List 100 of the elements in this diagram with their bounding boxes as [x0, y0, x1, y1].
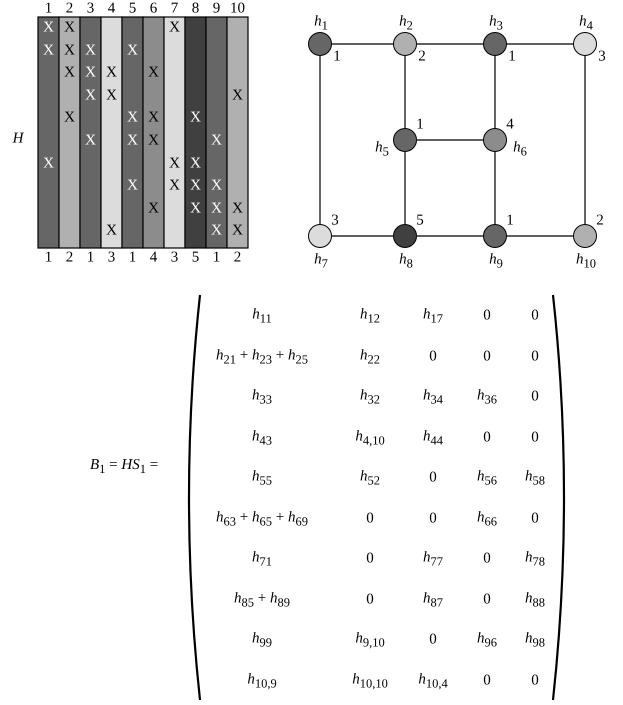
graph-edge [507, 43, 573, 45]
matrix-entry: 0 [366, 592, 374, 607]
cell-mark: X [169, 20, 180, 36]
matrix-entry: h$_{36}$ [477, 388, 497, 406]
column-class-number: 3 [170, 250, 178, 266]
matrix-entry: h$_{17}$ [423, 307, 443, 325]
matrix-entry: 0 [531, 349, 539, 364]
vertex-class-number: 1 [506, 214, 514, 228]
graph-edge [494, 56, 496, 128]
column-number: 5 [128, 2, 136, 16]
cell-mark: X [190, 110, 201, 126]
cell-mark: X [148, 134, 159, 148]
cell-mark: X [190, 156, 201, 172]
column-number: 1 [44, 2, 52, 16]
cell-mark: X [127, 178, 138, 194]
matrix-entry: h$_{66}$ [477, 510, 497, 528]
matrix-entry: 0 [429, 349, 437, 364]
matrix-entry: 0 [531, 511, 539, 526]
matrix-entry: 0 [483, 308, 491, 324]
matrix-entry: h$_{9,10}$ [355, 631, 385, 649]
matrix-entry: 0 [531, 430, 539, 445]
matrix-entry: h$_{77}$ [423, 550, 443, 568]
column-class-number: 5 [192, 250, 200, 266]
vertex-label: h$_{6}$ [513, 140, 527, 158]
column-number: 3 [86, 2, 94, 16]
matrix-entry: h$_{10,4}$ [418, 672, 448, 690]
cell-mark: X [64, 66, 75, 81]
cell-mark: X [190, 178, 201, 194]
cell-mark: X [190, 201, 201, 216]
graph-edge [319, 56, 321, 224]
graph-edge [417, 139, 483, 141]
column-number: 10 [230, 2, 245, 16]
graph-edge [417, 235, 483, 237]
column-class-number: 1 [44, 250, 52, 266]
cell-mark: X [127, 110, 138, 126]
graph-edge [332, 43, 393, 45]
cell-mark: X [106, 88, 117, 104]
cell-mark: X [127, 134, 138, 148]
matrix-entry: 0 [429, 470, 437, 486]
matrix-entry: h$_{10,9}$ [247, 672, 277, 690]
vertex-class-number: 2 [596, 214, 604, 228]
cell-mark: X [85, 66, 96, 81]
column-class-number: 1 [128, 250, 136, 266]
matrix-entry: h$_{12}$ [360, 307, 380, 325]
matrix-entry: h$_{63}$ + h$_{65}$ + h$_{69}$ [216, 510, 308, 528]
graph-edge [507, 235, 573, 237]
cell-mark: X [232, 88, 243, 104]
vertex-label: h$_{7}$ [314, 252, 328, 270]
matrix-entry: h$_{99}$ [252, 631, 272, 649]
matrix-entry: 0 [429, 511, 437, 526]
vertex-class-number: 2 [418, 50, 426, 64]
matrix-entry: h$_{4,10}$ [355, 428, 385, 446]
cell-mark: X [232, 201, 243, 216]
matrix-entry: h$_{85}$ + h$_{89}$ [234, 590, 290, 608]
cell-mark: X [64, 20, 75, 36]
matrix-entry: 0 [531, 308, 539, 324]
vertex-label: h$_{8}$ [399, 252, 413, 270]
matrix-entry: h$_{34}$ [423, 388, 443, 406]
column-number: 4 [108, 2, 116, 16]
matrix-entry: h$_{96}$ [477, 631, 497, 649]
matrix-entry: h$_{78}$ [525, 550, 545, 568]
column-class-number: 3 [108, 250, 116, 266]
cell-mark: X [85, 134, 96, 148]
cell-mark: X [64, 110, 75, 126]
equation-lhs: B$_{1}$ = HS$_{1}$ = [90, 458, 158, 476]
matrix-entry: h$_{22}$ [360, 348, 380, 366]
cell-mark: X [43, 43, 54, 58]
vertex-class-number: 1 [416, 118, 424, 132]
vertex-label: h$_{5}$ [375, 140, 389, 158]
matrix-entry: 0 [483, 592, 491, 607]
column-class-number: 4 [150, 250, 158, 266]
column-number: 7 [170, 2, 178, 16]
vertex-label: h$_{10}$ [576, 252, 596, 270]
column-number: 6 [150, 2, 158, 16]
cell-mark: X [211, 201, 222, 216]
matrix-entry: 0 [483, 552, 491, 566]
vertex-class-number: 3 [331, 214, 339, 228]
matrix-entry: h$_{11}$ [252, 307, 272, 325]
matrix-entry: h$_{58}$ [525, 469, 545, 487]
cell-mark: X [232, 224, 243, 239]
cell-mark: X [211, 178, 222, 194]
matrix-entry: h$_{44}$ [423, 428, 443, 446]
cell-mark: X [43, 156, 54, 172]
cell-mark: X [106, 224, 117, 239]
vertex-label: h$_{9}$ [489, 252, 503, 270]
matrix-entry: h$_{10,10}$ [352, 672, 388, 690]
column-number: 2 [66, 2, 74, 16]
cell-mark: X [85, 88, 96, 104]
vertex-class-number: 5 [416, 214, 424, 228]
matrix-entry: h$_{71}$ [252, 550, 272, 568]
cell-mark: X [43, 20, 54, 36]
matrix-entry: h$_{55}$ [252, 469, 272, 487]
matrix-entry: 0 [483, 673, 491, 688]
matrix-entry: 0 [483, 430, 491, 445]
matrix-entry: h$_{88}$ [525, 590, 545, 608]
cell-mark: X [148, 66, 159, 81]
matrix-entry: h$_{87}$ [423, 590, 443, 608]
cell-mark: X [169, 156, 180, 172]
matrix-entry: h$_{52}$ [360, 469, 380, 487]
vertex-class-number: 1 [333, 50, 341, 64]
